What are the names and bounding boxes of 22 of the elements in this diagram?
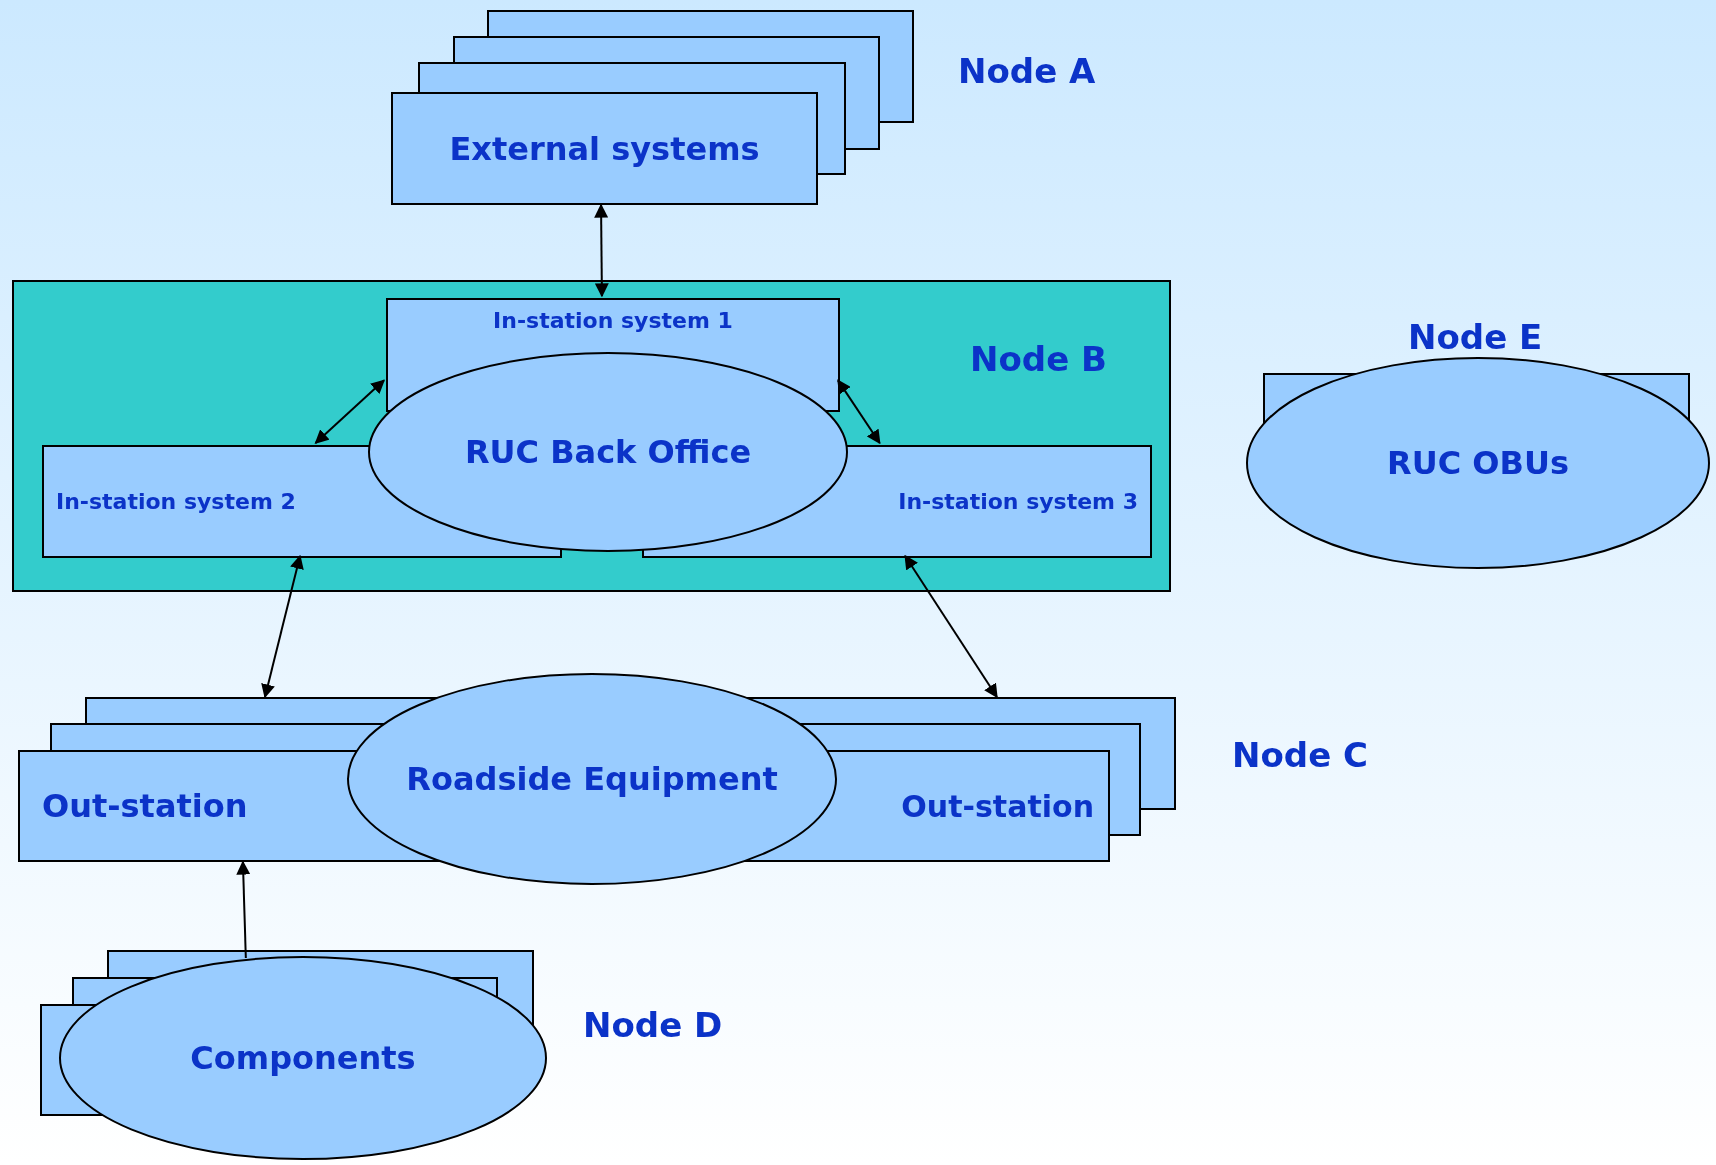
arrow xyxy=(261,554,304,699)
node-text: Out-station xyxy=(42,786,248,827)
node-text: Out-station xyxy=(901,787,1094,826)
node-text: External systems xyxy=(449,128,760,170)
node-text: RUC Back Office xyxy=(464,432,752,473)
node-text: Components xyxy=(190,1038,416,1079)
node-text: RUC OBUs xyxy=(1387,443,1569,484)
node-text: Roadside Equipment xyxy=(406,759,778,800)
node-text: In-station system 3 xyxy=(898,488,1138,516)
node-label: Node E xyxy=(1408,316,1543,359)
node-text: Node B xyxy=(970,338,1107,381)
group-panel xyxy=(12,280,1171,592)
node-label: Node C xyxy=(1232,734,1368,777)
node-text: In-station system 2 xyxy=(56,488,296,516)
arrow xyxy=(594,203,609,298)
arrow xyxy=(904,554,998,699)
arrow xyxy=(236,860,251,959)
node-label: Node A xyxy=(958,50,1096,93)
node-text: In-station system 1 xyxy=(493,307,733,335)
arrow xyxy=(837,379,881,445)
arrow xyxy=(314,379,386,444)
node-label: Node D xyxy=(583,1004,723,1047)
